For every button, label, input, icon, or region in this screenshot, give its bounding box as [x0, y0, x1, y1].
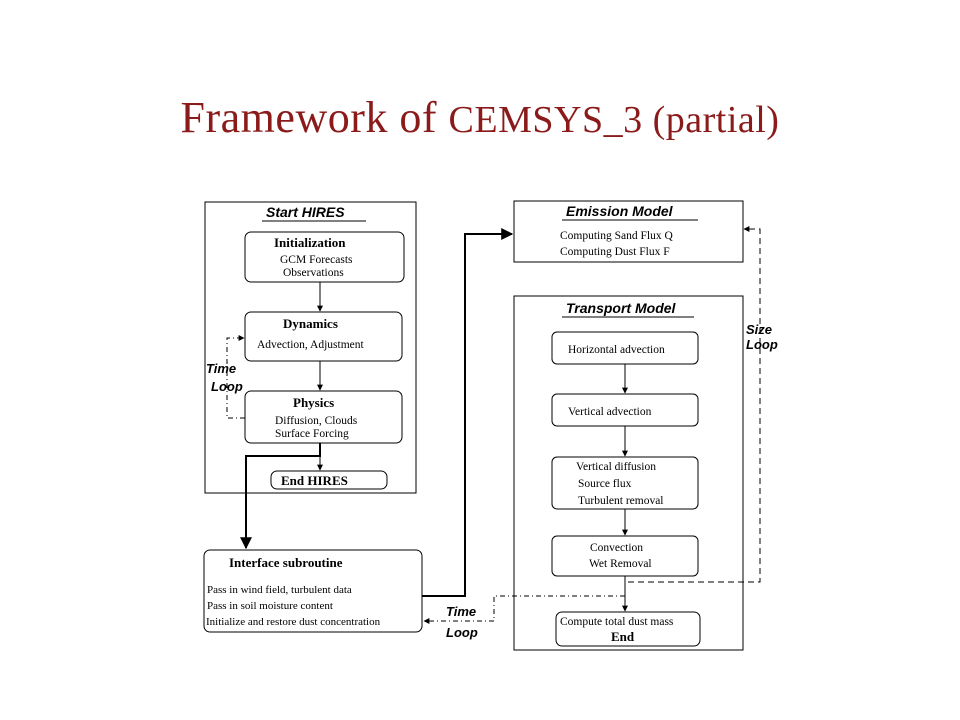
init-line-1: GCM Forecasts [280, 254, 353, 266]
hires-time-loop [226, 335, 245, 419]
transport-time-loop-label-1: Time [446, 604, 476, 619]
size-loop-label-2: Loop [746, 337, 778, 352]
interface-line-1: Pass in wind field, turbulent data [207, 584, 352, 596]
step-horizontal-advection-label: Horizontal advection [568, 344, 665, 356]
dynamics-box [244, 311, 403, 362]
interface-box [203, 549, 423, 633]
hires-title: Start HIRES [266, 204, 345, 220]
transport-end-label: End [611, 629, 635, 644]
end-hires-label: End HIRES [281, 473, 348, 488]
transport-title: Transport Model [566, 300, 677, 316]
transport-time-loop-label-2: Loop [446, 625, 478, 640]
arrow-physics-interface [240, 443, 321, 550]
init-box [244, 231, 405, 283]
step-vertical-diffusion-line-3: Turbulent removal [578, 495, 664, 507]
size-loop-label-1: Size [746, 322, 772, 337]
title-system: CEMSYS_3 (partial) [448, 99, 780, 141]
emission-box [513, 200, 744, 263]
size-loop [628, 226, 761, 583]
init-title: Initialization [274, 235, 346, 250]
step-vertical-diffusion-line-1: Vertical diffusion [576, 461, 656, 473]
slide-title: Framework of CEMSYS_3 (partial) [0, 92, 960, 143]
interface-title: Interface subroutine [229, 555, 343, 570]
hires-time-loop-label-2: Loop [211, 379, 243, 394]
arrow-interface-emission [422, 228, 514, 597]
dynamics-title: Dynamics [283, 316, 338, 331]
emission-line-2: Computing Dust Flux F [560, 246, 670, 258]
step-vertical-advection-label: Vertical advection [568, 406, 652, 418]
physics-line-1: Diffusion, Clouds [275, 415, 358, 427]
interface-line-3: Initialize and restore dust concentratio… [206, 616, 381, 628]
transport-frame [513, 295, 744, 651]
step-total-dust-mass [555, 611, 701, 647]
hires-time-loop-label-1: Time [206, 361, 236, 376]
total-dust-mass-label: Compute total dust mass [560, 616, 674, 628]
step-vertical-diffusion-line-2: Source flux [578, 478, 632, 490]
init-line-2: Observations [283, 267, 344, 279]
dynamics-line-1: Advection, Adjustment [257, 339, 364, 351]
emission-line-1: Computing Sand Flux Q [560, 230, 673, 242]
physics-title: Physics [293, 395, 334, 410]
title-main: Framework of [180, 93, 449, 142]
physics-box [244, 390, 403, 444]
hires-frame [204, 201, 417, 494]
step-convection-line-2: Wet Removal [589, 558, 652, 570]
end-hires-box [270, 470, 388, 490]
physics-line-2: Surface Forcing [275, 428, 349, 440]
emission-title: Emission Model [566, 203, 674, 219]
step-convection-line-1: Convection [590, 542, 643, 554]
interface-line-2: Pass in soil moisture content [207, 600, 333, 612]
